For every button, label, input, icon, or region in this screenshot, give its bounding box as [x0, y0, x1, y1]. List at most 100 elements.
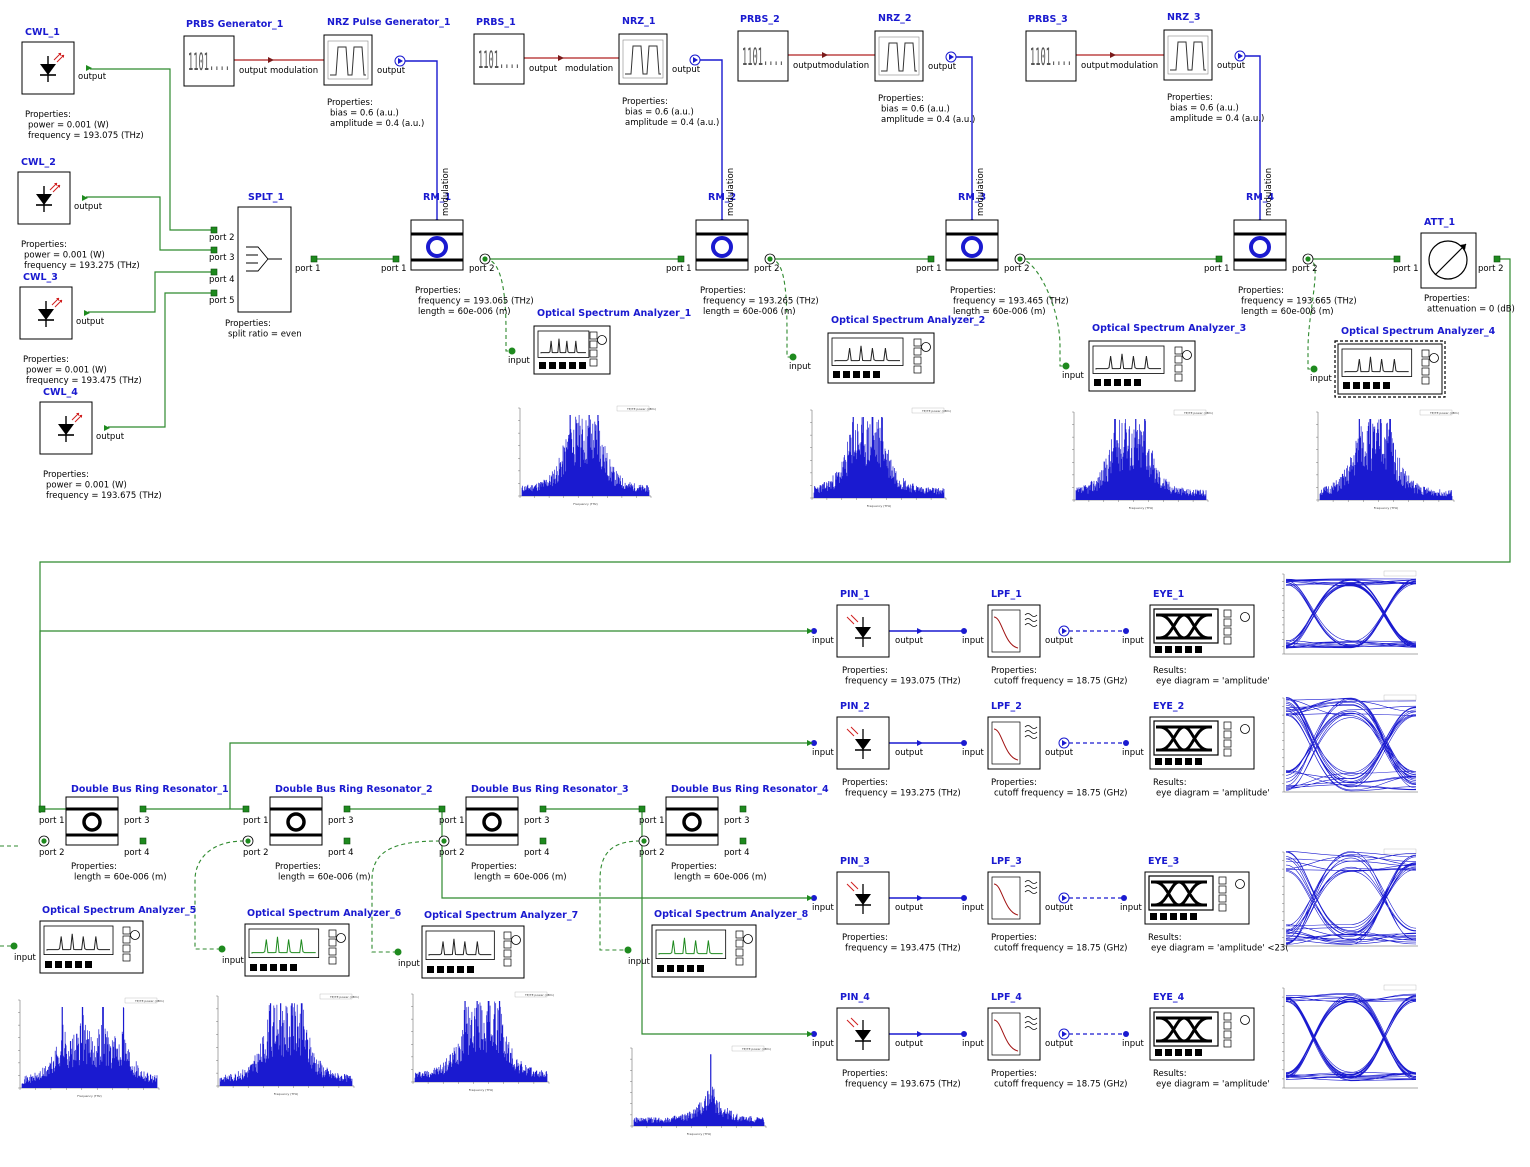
- nrz-output-port[interactable]: [1234, 50, 1246, 62]
- prbs-generator-3[interactable]: 1101....: [737, 30, 789, 82]
- splitter-port-1[interactable]: [310, 255, 318, 263]
- prbs-generator-1[interactable]: 1101....: [183, 35, 235, 87]
- ring-port-1[interactable]: [638, 805, 646, 813]
- low-pass-filter-3[interactable]: [987, 871, 1041, 925]
- osa-input-port[interactable]: [1310, 365, 1318, 373]
- low-pass-filter-2[interactable]: [987, 716, 1041, 770]
- optical-spectrum-analyzer-8[interactable]: [651, 924, 757, 978]
- wire-ring4-osa8[interactable]: [599, 840, 641, 951]
- pin-input-port[interactable]: [811, 895, 817, 901]
- ring-port-3[interactable]: [739, 805, 747, 813]
- splitter-splt-1[interactable]: [237, 206, 292, 313]
- wire-cwl1[interactable]: [90, 68, 211, 231]
- modulator-port-2[interactable]: [1014, 253, 1026, 265]
- wire-to-pin1[interactable]: [39, 630, 811, 809]
- osa-input-port[interactable]: [218, 945, 226, 953]
- double-bus-ring-resonator-3[interactable]: [465, 796, 519, 846]
- wire-nrz-rm-3[interactable]: [956, 56, 973, 222]
- ring-port-4[interactable]: [343, 837, 351, 845]
- cw-laser-1[interactable]: [21, 41, 75, 95]
- optical-spectrum-analyzer-2[interactable]: [827, 332, 935, 384]
- ring-port-1[interactable]: [38, 805, 46, 813]
- modulator-port-1[interactable]: [677, 255, 685, 263]
- optical-spectrum-analyzer-6[interactable]: [244, 923, 350, 977]
- prbs-generator-4[interactable]: 1101....: [1025, 30, 1077, 82]
- wire-nrz-rm-2[interactable]: [700, 59, 723, 222]
- eye-diagram-analyzer-3[interactable]: [1144, 871, 1250, 925]
- splitter-port-5[interactable]: [210, 289, 218, 297]
- ring-port-3[interactable]: [139, 805, 147, 813]
- osa-input-port[interactable]: [624, 946, 632, 954]
- ring-port-1[interactable]: [242, 805, 250, 813]
- ring-port-2[interactable]: [438, 835, 450, 847]
- wire-cwl3[interactable]: [88, 271, 211, 313]
- lpf-output-port[interactable]: [1058, 625, 1070, 637]
- pin-photodetector-2[interactable]: [836, 716, 890, 770]
- modulator-port-2[interactable]: [764, 253, 776, 265]
- lpf-output-port[interactable]: [1058, 737, 1070, 749]
- pin-photodetector-1[interactable]: [836, 604, 890, 658]
- nrz-pulse-generator-2[interactable]: [618, 33, 668, 85]
- ring-port-2[interactable]: [38, 835, 50, 847]
- eye-input-port[interactable]: [1121, 895, 1127, 901]
- eye-input-port[interactable]: [1123, 740, 1129, 746]
- nrz-output-port[interactable]: [394, 55, 406, 67]
- wire-to-pin4[interactable]: [641, 809, 811, 1035]
- pin-photodetector-4[interactable]: [836, 1007, 890, 1061]
- wire-to-pin2[interactable]: [229, 742, 811, 809]
- osa-input-port[interactable]: [508, 347, 516, 355]
- eye-input-port[interactable]: [1123, 628, 1129, 634]
- pin-input-port[interactable]: [811, 1031, 817, 1037]
- osa-input-port[interactable]: [394, 948, 402, 956]
- wire-att-to-rings[interactable]: [39, 258, 1511, 813]
- eye-diagram-analyzer-4[interactable]: [1149, 1007, 1255, 1061]
- wire-rm-osa-4[interactable]: [1307, 258, 1316, 370]
- lpf-output-port[interactable]: [1058, 892, 1070, 904]
- pin-photodetector-3[interactable]: [836, 871, 890, 925]
- low-pass-filter-1[interactable]: [987, 604, 1041, 658]
- modulator-port-2[interactable]: [1302, 253, 1314, 265]
- lpf-input-port[interactable]: [961, 628, 967, 634]
- pin-input-port[interactable]: [811, 740, 817, 746]
- splitter-port-3[interactable]: [210, 246, 218, 254]
- wire-nrz-rm-1[interactable]: [405, 60, 438, 222]
- cw-laser-2[interactable]: [17, 171, 71, 225]
- wire-rm-osa-3[interactable]: [1019, 258, 1066, 367]
- lpf-input-port[interactable]: [961, 740, 967, 746]
- eye-diagram-analyzer-2[interactable]: [1149, 716, 1255, 770]
- ring-port-2[interactable]: [242, 835, 254, 847]
- optical-spectrum-analyzer-4[interactable]: [1334, 340, 1446, 398]
- ring-modulator-3[interactable]: [945, 219, 999, 271]
- optical-spectrum-analyzer-7[interactable]: [421, 925, 525, 979]
- nrz-pulse-generator-4[interactable]: [1163, 29, 1213, 81]
- wire-ring2-osa6[interactable]: [194, 840, 245, 950]
- modulator-port-1[interactable]: [392, 255, 400, 263]
- ring-modulator-4[interactable]: [1233, 219, 1287, 271]
- prbs-generator-2[interactable]: 1101....: [473, 33, 525, 85]
- ring-port-4[interactable]: [739, 837, 747, 845]
- wire-nrz-rm-4[interactable]: [1245, 55, 1261, 222]
- double-bus-ring-resonator-2[interactable]: [269, 796, 323, 846]
- lpf-input-port[interactable]: [961, 895, 967, 901]
- ring-port-3[interactable]: [539, 805, 547, 813]
- ring-port-1[interactable]: [438, 805, 446, 813]
- modulator-port-1[interactable]: [1215, 255, 1223, 263]
- cw-laser-3[interactable]: [19, 286, 73, 340]
- optical-spectrum-analyzer-5[interactable]: [39, 920, 144, 974]
- eye-diagram-analyzer-1[interactable]: [1149, 604, 1255, 658]
- low-pass-filter-4[interactable]: [987, 1007, 1041, 1061]
- lpf-input-port[interactable]: [961, 1031, 967, 1037]
- cw-laser-4[interactable]: [39, 401, 93, 455]
- pin-input-port[interactable]: [811, 628, 817, 634]
- optical-spectrum-analyzer-3[interactable]: [1088, 340, 1196, 392]
- attenuator-att-1[interactable]: [1420, 232, 1477, 289]
- attenuator-port-1[interactable]: [1393, 255, 1401, 263]
- attenuator-port-2[interactable]: [1493, 255, 1501, 263]
- wire-rm-osa-1[interactable]: [484, 258, 512, 352]
- splitter-port-4[interactable]: [210, 268, 218, 276]
- osa-input-port[interactable]: [1062, 362, 1070, 370]
- nrz-pulse-generator-1[interactable]: [323, 34, 373, 86]
- osa-input-port[interactable]: [10, 942, 18, 950]
- ring-port-4[interactable]: [539, 837, 547, 845]
- wire-ring3-osa7[interactable]: [371, 840, 441, 953]
